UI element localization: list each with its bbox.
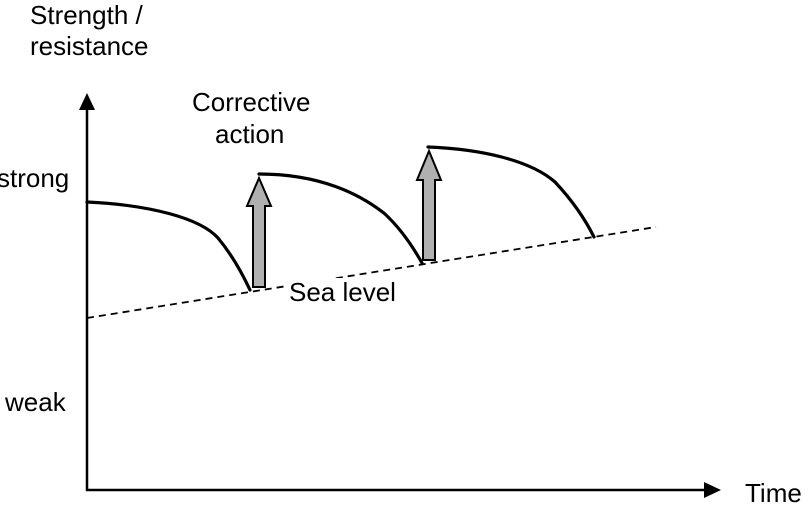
sea-level-label-backing [288,278,413,304]
sea-level-label: Sea level [289,277,396,307]
corrective-action-arrow-1 [245,175,273,288]
strength-curve-2 [257,172,424,265]
x-axis-arrowhead [704,482,721,498]
strength-curve-1 [85,200,252,292]
corrective-action-arrow-2 [415,148,443,261]
y-axis-tick-weak: weak [4,387,67,417]
sea-level-threshold-line [86,226,657,319]
x-axis-title: Time [745,478,802,507]
corrective-action-label-line1: Corrective [192,87,310,117]
y-axis-tick-strong: strong [0,163,69,193]
y-axis-title-line2: resistance [30,31,149,61]
y-axis-arrowhead [79,93,95,110]
y-axis-title-line1: Strength / [30,0,144,30]
strength-curve-3 [426,145,596,239]
corrective-action-label-line2: action [215,119,284,149]
